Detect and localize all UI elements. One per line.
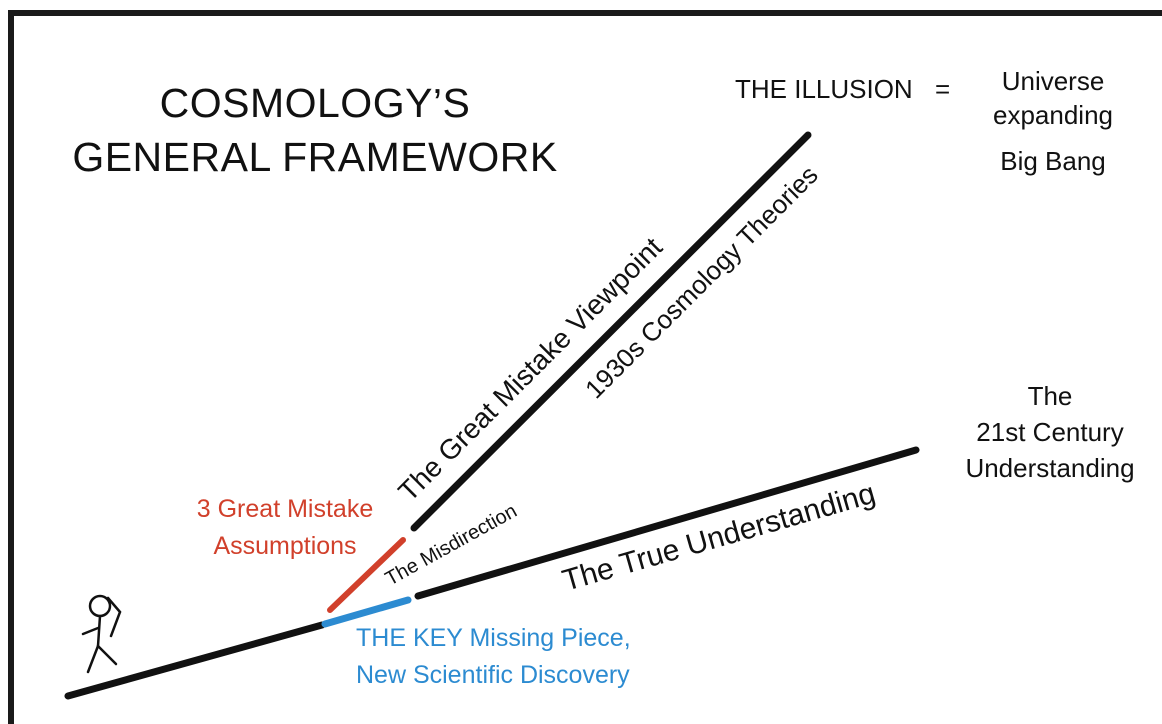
- stick-figure-icon: [81, 594, 122, 674]
- assumptions-line-2: Assumptions: [213, 532, 357, 560]
- misdirection-label: The Misdirection: [382, 500, 521, 590]
- illusion-big-bang: Big Bang: [1000, 146, 1106, 176]
- key-line-1: THE KEY Missing Piece,: [356, 624, 631, 652]
- great-mistake-path: [410, 131, 812, 532]
- illusion-value: Universe expanding: [978, 64, 1128, 132]
- mistake-segment: [327, 537, 406, 613]
- base-path: [64, 621, 326, 700]
- key-missing-piece-label: THE KEY Missing Piece, New Scientific Di…: [356, 620, 631, 694]
- key-line-2: New Scientific Discovery: [356, 661, 630, 689]
- title-line-2: GENERAL FRAMEWORK: [72, 134, 558, 180]
- diagram-title: COSMOLOGY’S GENERAL FRAMEWORK: [50, 76, 580, 184]
- modern-line-3: Understanding: [965, 453, 1135, 483]
- illusion-equals: =: [935, 74, 951, 104]
- modern-understanding-label: The 21st Century Understanding: [950, 378, 1150, 486]
- illusion-value-line-2: expanding: [993, 100, 1113, 130]
- modern-line-1: The: [1027, 381, 1073, 411]
- illusion-value-line-1: Universe: [1001, 66, 1105, 96]
- true-understanding-path: [414, 446, 920, 600]
- key-segment: [321, 596, 412, 628]
- assumptions-line-1: 3 Great Mistake: [196, 495, 374, 523]
- title-line-1: COSMOLOGY’S: [159, 80, 471, 126]
- frame-border: [8, 10, 1162, 724]
- modern-line-2: 21st Century: [976, 417, 1124, 447]
- mistake-assumptions-label: 3 Great Mistake Assumptions: [160, 491, 410, 565]
- illusion-label: THE ILLUSION: [735, 74, 913, 104]
